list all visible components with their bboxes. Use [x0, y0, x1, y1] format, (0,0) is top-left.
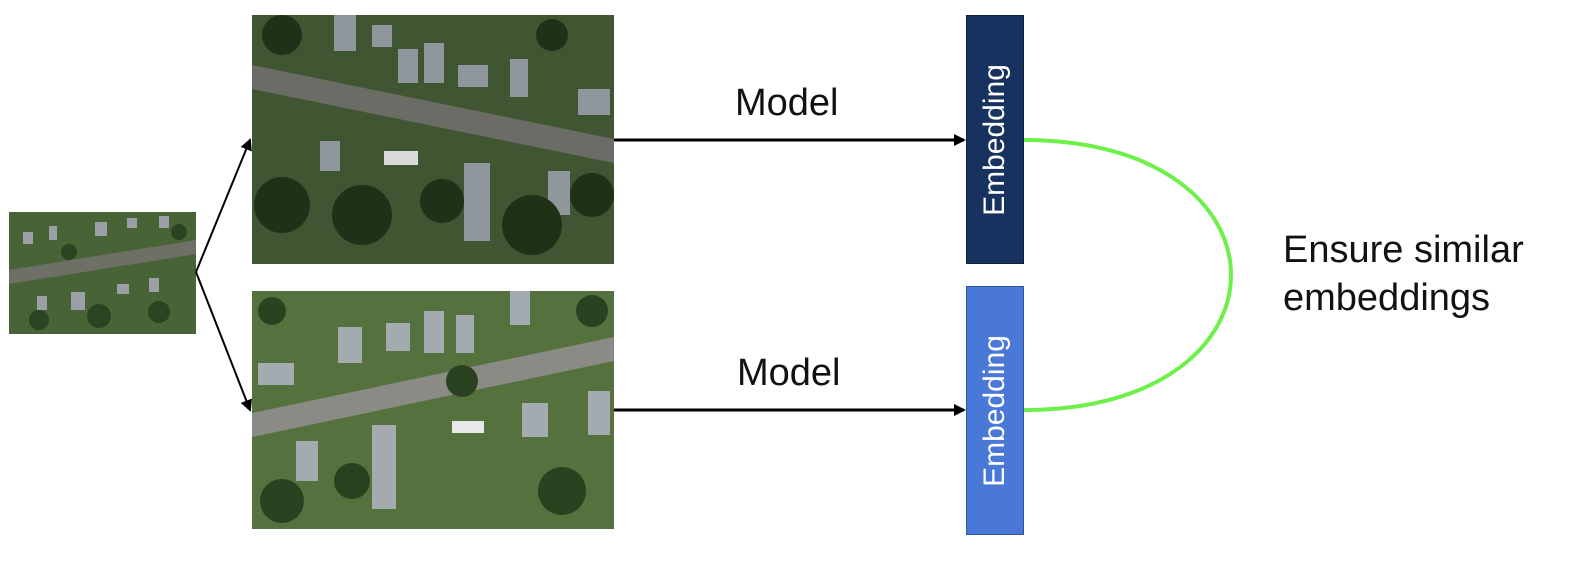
- embedding-label-top: Embedding: [978, 63, 1011, 216]
- embedding-label-bottom: Embedding: [978, 334, 1011, 487]
- model-label-bottom: Model: [737, 352, 841, 394]
- source-aerial-image: [9, 212, 196, 334]
- view-b-aerial-image: [252, 291, 614, 529]
- caption-line-1: Ensure similar: [1283, 229, 1524, 271]
- split-arrow-top: [195, 138, 252, 273]
- similarity-caption: Ensure similar embeddings: [1283, 226, 1524, 322]
- caption-line-2: embeddings: [1283, 277, 1491, 319]
- embedding-box-top: Embedding: [966, 15, 1024, 264]
- embedding-box-bottom: Embedding: [966, 286, 1024, 535]
- similarity-curve: [1023, 138, 1233, 412]
- model-label-top: Model: [735, 82, 839, 124]
- split-arrow-bottom: [195, 271, 252, 412]
- view-a-aerial-image: [252, 15, 614, 264]
